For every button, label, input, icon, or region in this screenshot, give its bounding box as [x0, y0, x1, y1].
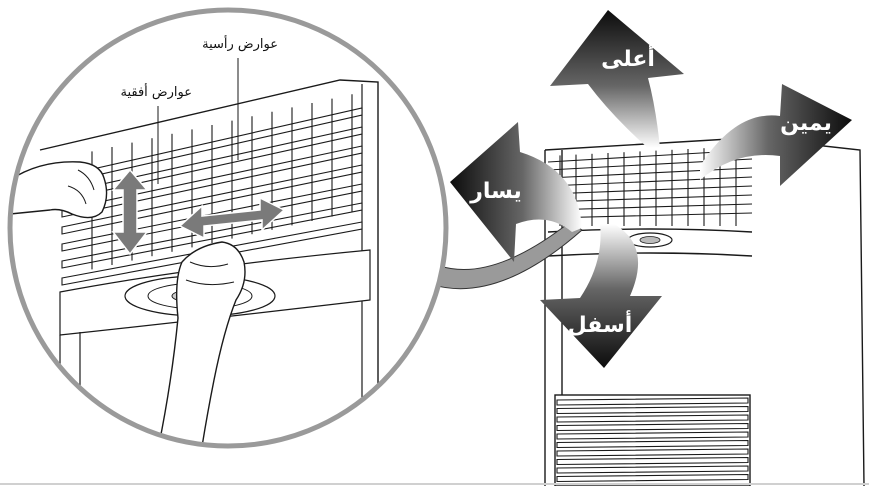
direction-up-label: أعلى	[601, 43, 655, 72]
unit-grille-slat	[548, 195, 752, 202]
magnified-view	[0, 0, 460, 486]
direction-right-label: يمين	[780, 111, 832, 136]
unit-grille-slat	[548, 186, 752, 194]
airflow-up-arrow: أعلى	[550, 10, 684, 148]
vertical-louvers-label: عوارض رأسية	[202, 35, 278, 52]
direction-down-label: أسفل	[568, 309, 633, 338]
unit-grille-slat	[548, 168, 752, 178]
unit-grille-slat	[548, 177, 752, 186]
direction-left-label: يسار	[469, 179, 522, 204]
horizontal-louvers-label: عوارض أفقية	[120, 83, 192, 100]
airflow-right-arrow: يمين	[700, 84, 852, 186]
